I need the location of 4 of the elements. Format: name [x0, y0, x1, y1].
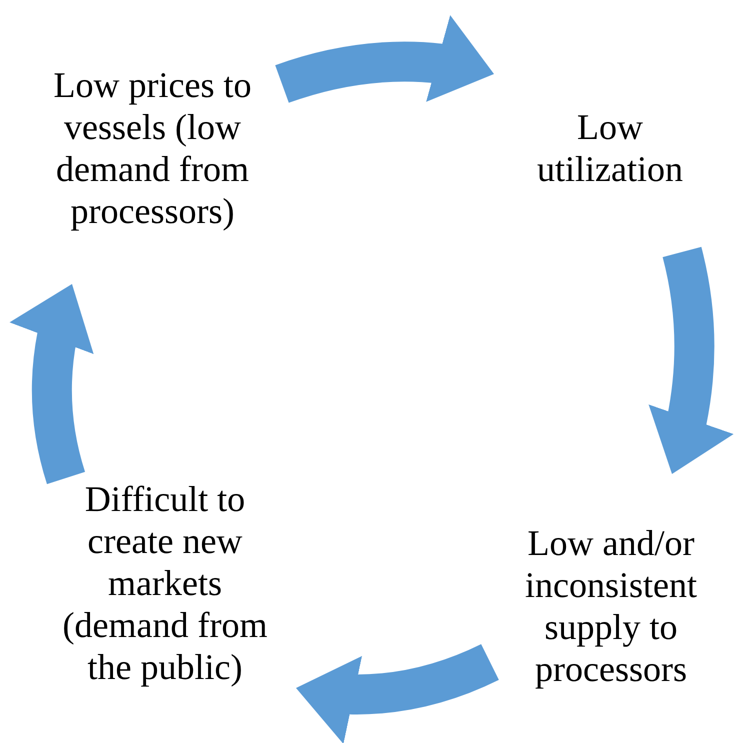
cycle-step-text: Low and/or inconsistent supply to processors [524, 522, 698, 690]
cycle-step-text: Difficult to create new markets (demand from the public) [62, 478, 268, 688]
cycle-step-text: Low utilization [536, 106, 684, 190]
cycle-step-text: Low prices to vessels (low demand from processors) [52, 64, 252, 232]
